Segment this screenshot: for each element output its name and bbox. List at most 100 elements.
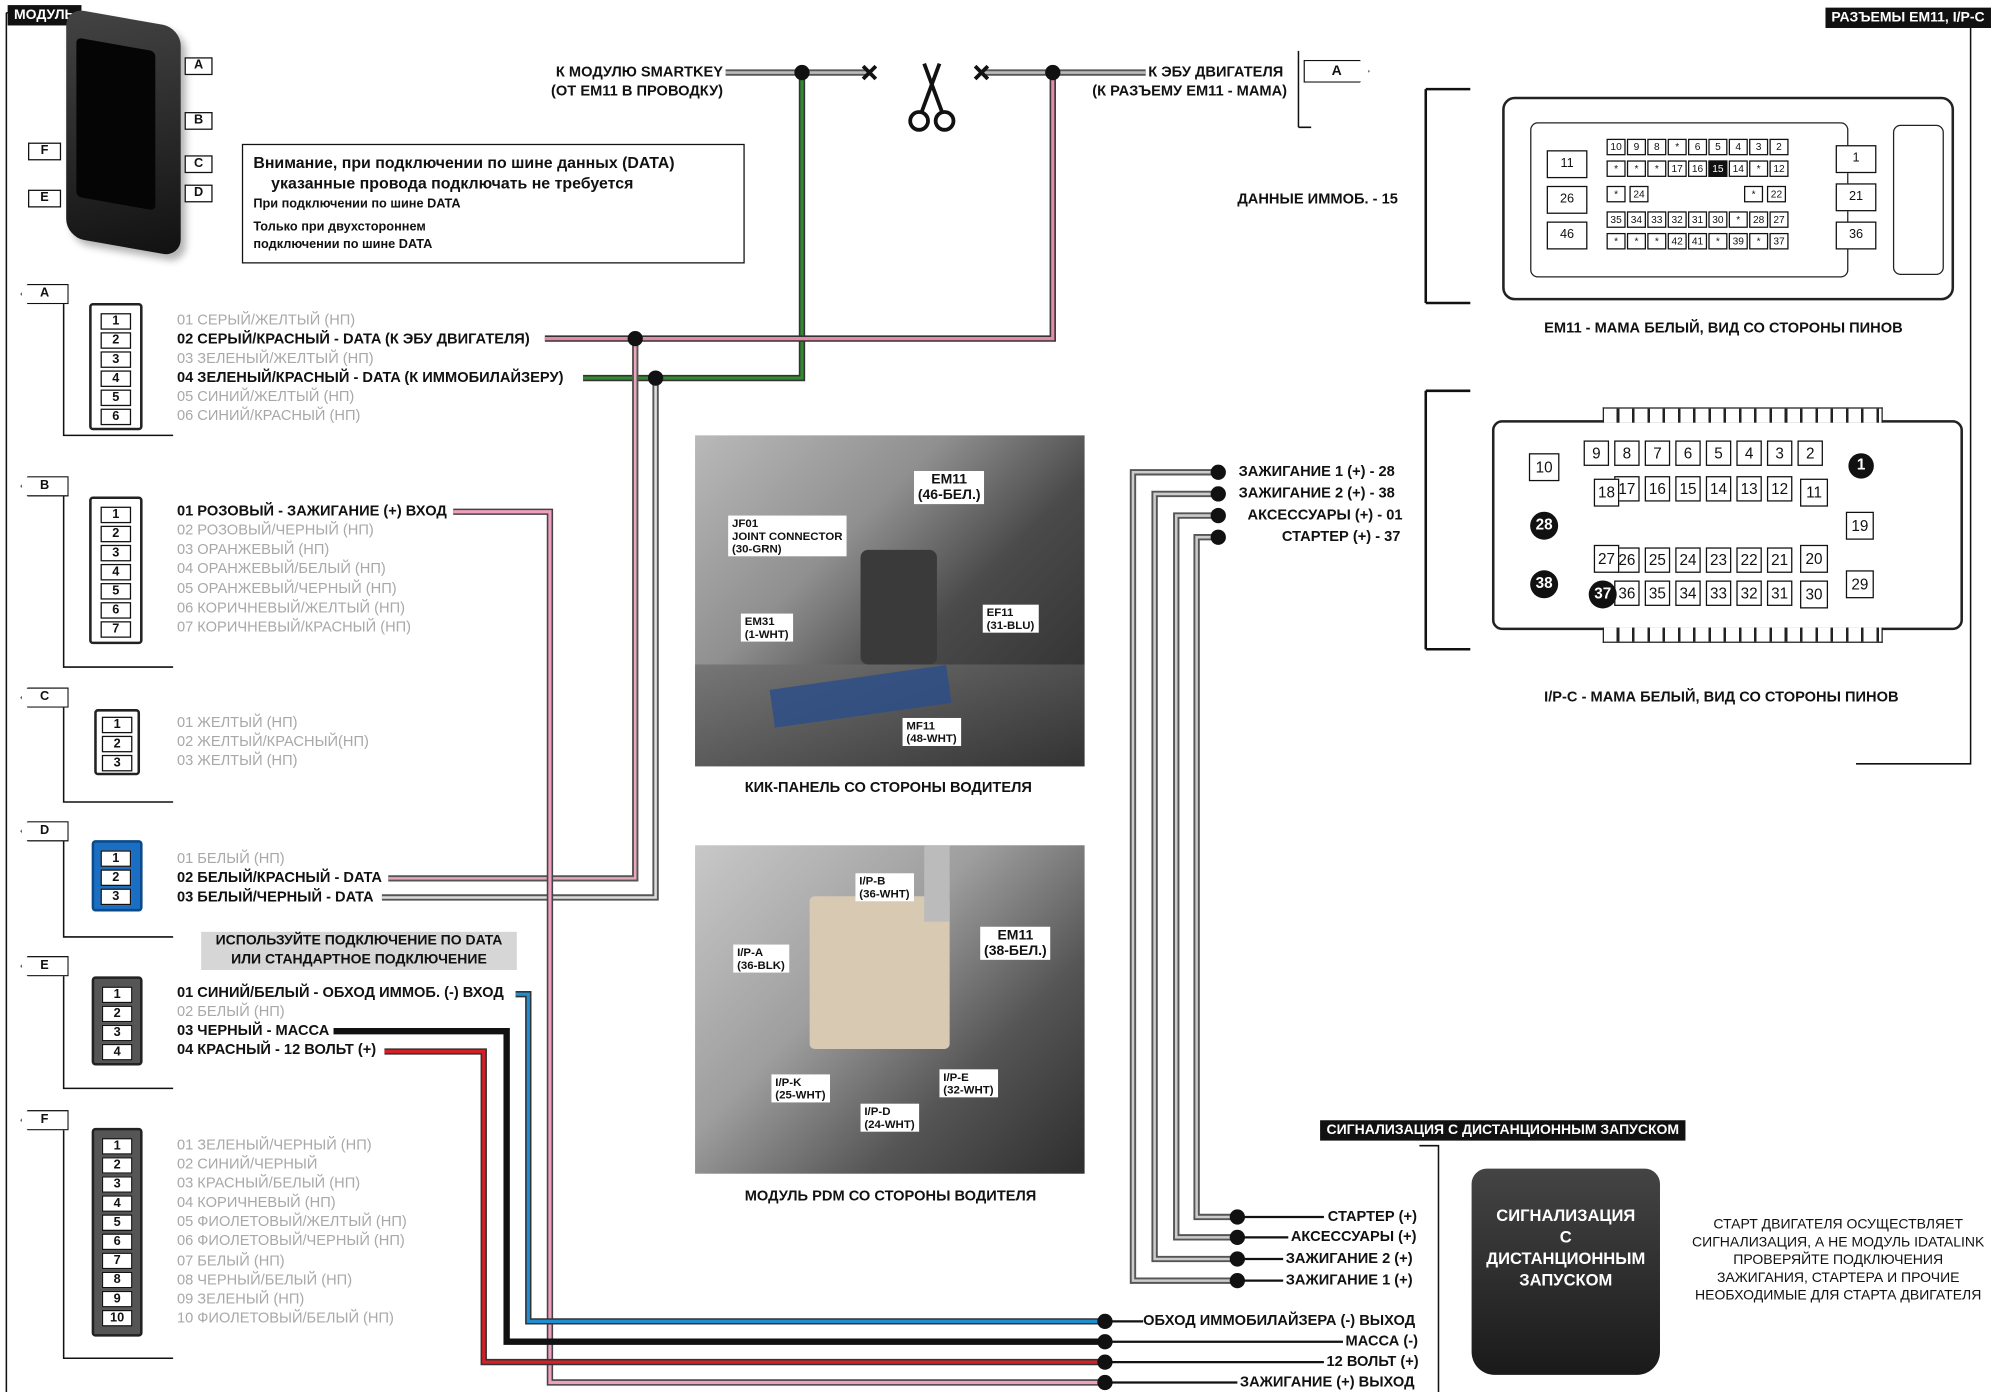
ipc-pin: 13 — [1736, 476, 1762, 502]
em11-pin: 22 — [1766, 185, 1787, 203]
em11-pin: * — [1749, 160, 1769, 177]
em11-pin: 26 — [1546, 185, 1588, 214]
connector-c-wire-3: 03 ЖЕЛТЫЙ (НП) — [176, 753, 298, 769]
connector-b-pin-2: 2 — [100, 525, 132, 543]
em11-pin: 24 — [1629, 185, 1649, 203]
ecu-tag: A — [1303, 59, 1370, 83]
em11-pin: * — [1728, 211, 1748, 228]
ipc-pin: 16 — [1644, 476, 1671, 502]
em11-pin: 33 — [1647, 211, 1667, 228]
connector-b-pin-3: 3 — [100, 544, 132, 562]
scissors-icon — [908, 62, 956, 132]
connector-f-wire-5: 05 ФИОЛЕТОВЫЙ/ЖЕЛТЫЙ (НП) — [176, 1214, 407, 1230]
ipc-pin-highlight: 1 — [1848, 453, 1874, 479]
connector-c: 1 2 3 — [94, 709, 141, 776]
connector-d-wire-1: 01 БЕЛЫЙ (НП) — [176, 851, 285, 867]
ipc-pin: 6 — [1675, 440, 1701, 466]
ign-label-4: СТАРТЕР (+) - 37 — [1281, 529, 1401, 545]
connectors-title: РАЗЪЕМЫ EM11, I/P-C — [1824, 7, 1991, 29]
connector-f-tag: F — [20, 1110, 69, 1131]
ipc-pin: 30 — [1800, 580, 1829, 609]
connector-b-pin-4: 4 — [100, 563, 132, 581]
em11-pin: 9 — [1626, 138, 1646, 156]
connector-f-pin-6: 6 — [101, 1233, 133, 1251]
connector-b: 1 2 3 4 5 6 7 — [89, 496, 143, 645]
remote-input-ign2: ЗАЖИГАНИЕ 2 (+) — [1285, 1251, 1413, 1267]
ipc-pin: 34 — [1675, 580, 1701, 606]
em11-pin: * — [1606, 232, 1626, 250]
connector-c-wire-1: 01 ЖЕЛТЫЙ (НП) — [176, 715, 298, 731]
note-row-2b: подключении по шине DATA — [253, 238, 433, 253]
connector-c-wire-2: 02 ЖЕЛТЫЙ/КРАСНЫЙ(НП) — [176, 734, 369, 750]
smartkey-label-2: (ОТ EM11 В ПРОВОДКУ) — [551, 84, 724, 100]
em11-pin: 5 — [1708, 138, 1728, 156]
remote-unit-line-1: СИГНАЛИЗАЦИЯ — [1496, 1205, 1636, 1225]
connector-d-wire-3: 03 БЕЛЫЙ/ЧЕРНЫЙ - DATA — [176, 889, 374, 906]
remote-start-unit: СИГНАЛИЗАЦИЯ С ДИСТАНЦИОННЫМ ЗАПУСКОМ — [1471, 1168, 1660, 1375]
photo2-label-ipd: I/P-D(24-WHT) — [860, 1103, 919, 1132]
output-immo-bypass: ОБХОД ИММОБИЛАЙЗЕРА (-) ВЫХОД — [1143, 1313, 1416, 1330]
connector-f-wire-4: 04 КОРИЧНЕВЫЙ (НП) — [176, 1195, 336, 1211]
em11-pin: 2 — [1769, 138, 1789, 156]
connector-b-pin-1: 1 — [100, 506, 132, 524]
photo2-label-ipk: I/P-K(25-WHT) — [771, 1074, 830, 1103]
connector-a-wire-2: 02 СЕРЫЙ/КРАСНЫЙ - DATA (К ЭБУ ДВИГАТЕЛЯ… — [176, 332, 530, 348]
connector-a-tag: A — [20, 283, 69, 305]
photo2-label-ipa: I/P-A(36-BLK) — [733, 944, 789, 973]
pdm-caption: МОДУЛЬ PDM СО СТОРОНЫ ВОДИТЕЛЯ — [744, 1188, 1037, 1205]
em11-pin: 17 — [1667, 160, 1687, 177]
note-line-2: указанные провода подключать не требуетс… — [271, 174, 634, 193]
ipc-pin: 22 — [1736, 547, 1762, 573]
choice-note: ИСПОЛЬЗУЙТЕ ПОДКЛЮЧЕНИЕ ПО DATA ИЛИ СТАН… — [201, 931, 517, 971]
connector-e-pin-4: 4 — [101, 1043, 133, 1061]
pdm-photo: I/P-B(36-WHT) EM11(38-БЕЛ.) I/P-A(36-BLK… — [695, 845, 1085, 1174]
connector-f-pin-10: 10 — [101, 1309, 133, 1327]
em11-pin: * — [1626, 160, 1646, 177]
remote-unit-line-3: ДИСТАНЦИОННЫМ — [1486, 1248, 1646, 1268]
ipc-pin: 27 — [1593, 544, 1620, 573]
em11-pin: * — [1744, 185, 1764, 203]
em11-pin: 27 — [1769, 211, 1789, 228]
em11-pin: 35 — [1606, 211, 1626, 228]
connector-b-wire-4: 04 ОРАНЖЕВЫЙ/БЕЛЫЙ (НП) — [176, 561, 386, 577]
ipc-pin: 36 — [1614, 580, 1640, 606]
module-device-image — [66, 7, 181, 258]
photo2-label-ipe: I/P-E(32-WHT) — [939, 1069, 998, 1098]
connector-a-pin-1: 1 — [100, 313, 132, 330]
connector-e-wire-4: 04 КРАСНЫЙ - 12 ВОЛЬТ (+) — [176, 1042, 377, 1058]
ipc-pin: 21 — [1766, 547, 1793, 573]
ipc-pin: 31 — [1766, 580, 1793, 606]
em11-pin: 31 — [1687, 211, 1708, 228]
ipc-pin: 2 — [1797, 440, 1823, 466]
em11-pin: * — [1647, 160, 1667, 177]
connector-a-pin-2: 2 — [100, 332, 132, 349]
em11-pin: 1 — [1835, 145, 1877, 174]
em11-pin: * — [1606, 185, 1626, 203]
em11-pin: 10 — [1606, 138, 1626, 156]
connector-b-pin-7: 7 — [100, 621, 132, 638]
output-12v: 12 ВОЛЬТ (+) — [1326, 1354, 1419, 1370]
connector-b-pin-5: 5 — [100, 583, 132, 600]
note-line-1: Внимание, при подключении по шине данных… — [253, 154, 675, 172]
module-tag-c: C — [184, 155, 213, 174]
ipc-pin: 4 — [1736, 440, 1762, 466]
connector-d-pin-2: 2 — [100, 869, 132, 887]
connector-e-pin-2: 2 — [101, 1005, 133, 1023]
connector-b-wire-7: 07 КОРИЧНЕВЫЙ/КРАСНЫЙ (НП) — [176, 619, 412, 636]
em11-pin: 37 — [1769, 232, 1789, 250]
connector-a: 1 2 3 4 5 6 — [89, 302, 143, 431]
ipc-pin: 14 — [1705, 476, 1732, 502]
connector-b-wire-3: 03 ОРАНЖЕВЫЙ (НП) — [176, 542, 330, 558]
ipc-pin: 9 — [1583, 440, 1610, 466]
remote-note: СТАРТ ДВИГАТЕЛЯ ОСУЩЕСТВЛЯЕТ СИГНАЛИЗАЦИ… — [1678, 1216, 1996, 1305]
photo1-label-mf11: MF11(48-WHT) — [902, 717, 961, 746]
module-tag-f: F — [28, 142, 62, 161]
photo2-label-ipb: I/P-B(36-WHT) — [855, 873, 914, 902]
kick-panel-caption: КИК-ПАНЕЛЬ СО СТОРОНЫ ВОДИТЕЛЯ — [744, 780, 1032, 796]
connector-f-pin-2: 2 — [101, 1157, 133, 1174]
em11-pin: 3 — [1749, 138, 1769, 156]
connector-f-wire-8: 08 ЧЕРНЫЙ/БЕЛЫЙ (НП) — [176, 1273, 353, 1289]
connector-a-wire-1: 01 СЕРЫЙ/ЖЕЛТЫЙ (НП) — [176, 313, 356, 329]
